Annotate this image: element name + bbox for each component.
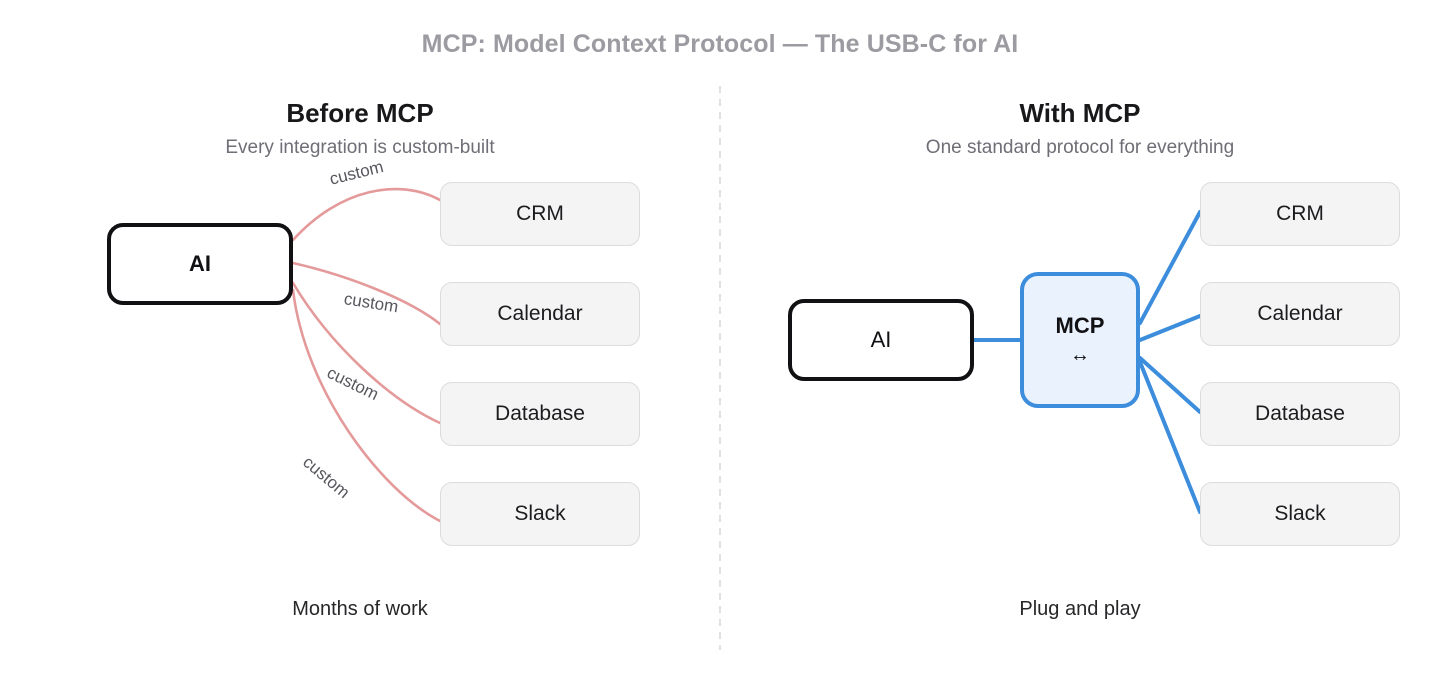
edge-label-custom-database: custom bbox=[324, 363, 382, 405]
right-service-slack[interactable]: Slack bbox=[1200, 482, 1400, 546]
right-service-crm[interactable]: CRM bbox=[1200, 182, 1400, 246]
right-service-database[interactable]: Database bbox=[1200, 382, 1400, 446]
right-service-slack-label: Slack bbox=[1274, 502, 1326, 525]
edge-label-custom-slack: custom bbox=[299, 452, 354, 503]
edge-ai-slack bbox=[291, 288, 442, 523]
right-ai-label: AI bbox=[870, 327, 892, 352]
mcp-label: MCP bbox=[1055, 313, 1105, 338]
edge-mcp-database bbox=[1138, 356, 1202, 414]
right-panel-footer: Plug and play bbox=[1019, 598, 1141, 620]
mcp-protocol-node[interactable]: MCP ↔ bbox=[1020, 272, 1140, 408]
right-service-database-label: Database bbox=[1255, 402, 1345, 425]
left-service-database[interactable]: Database bbox=[440, 382, 640, 446]
edge-ai-crm bbox=[291, 187, 442, 242]
right-service-calendar-label: Calendar bbox=[1257, 302, 1343, 325]
panel-divider bbox=[719, 86, 721, 650]
left-ai-label: AI bbox=[189, 251, 211, 276]
right-service-calendar[interactable]: Calendar bbox=[1200, 282, 1400, 346]
edge-mcp-calendar bbox=[1138, 314, 1202, 342]
bidirectional-arrow-icon: ↔ bbox=[1070, 344, 1090, 366]
left-service-database-label: Database bbox=[495, 402, 585, 425]
page-title: MCP: Model Context Protocol — The USB-C … bbox=[421, 30, 1019, 58]
left-service-calendar-label: Calendar bbox=[497, 302, 583, 325]
left-service-slack[interactable]: Slack bbox=[440, 482, 640, 546]
right-service-crm-label: CRM bbox=[1276, 202, 1324, 225]
edge-mcp-crm bbox=[1138, 210, 1202, 325]
left-service-crm-label: CRM bbox=[516, 202, 564, 225]
right-panel-heading: With MCP bbox=[1019, 98, 1141, 128]
left-service-calendar[interactable]: Calendar bbox=[440, 282, 640, 346]
left-service-crm[interactable]: CRM bbox=[440, 182, 640, 246]
right-ai-node[interactable]: AI bbox=[788, 299, 974, 381]
left-panel-footer: Months of work bbox=[292, 598, 428, 620]
left-service-slack-label: Slack bbox=[514, 502, 566, 525]
right-panel-subheading: One standard protocol for everything bbox=[925, 137, 1235, 158]
left-ai-node[interactable]: AI bbox=[107, 223, 293, 305]
edge-label-custom-calendar: custom bbox=[342, 289, 400, 317]
edge-mcp-slack bbox=[1138, 360, 1202, 514]
left-panel-heading: Before MCP bbox=[286, 98, 434, 128]
left-panel-subheading: Every integration is custom-built bbox=[225, 137, 495, 158]
edge-label-custom-crm: custom bbox=[327, 157, 386, 189]
